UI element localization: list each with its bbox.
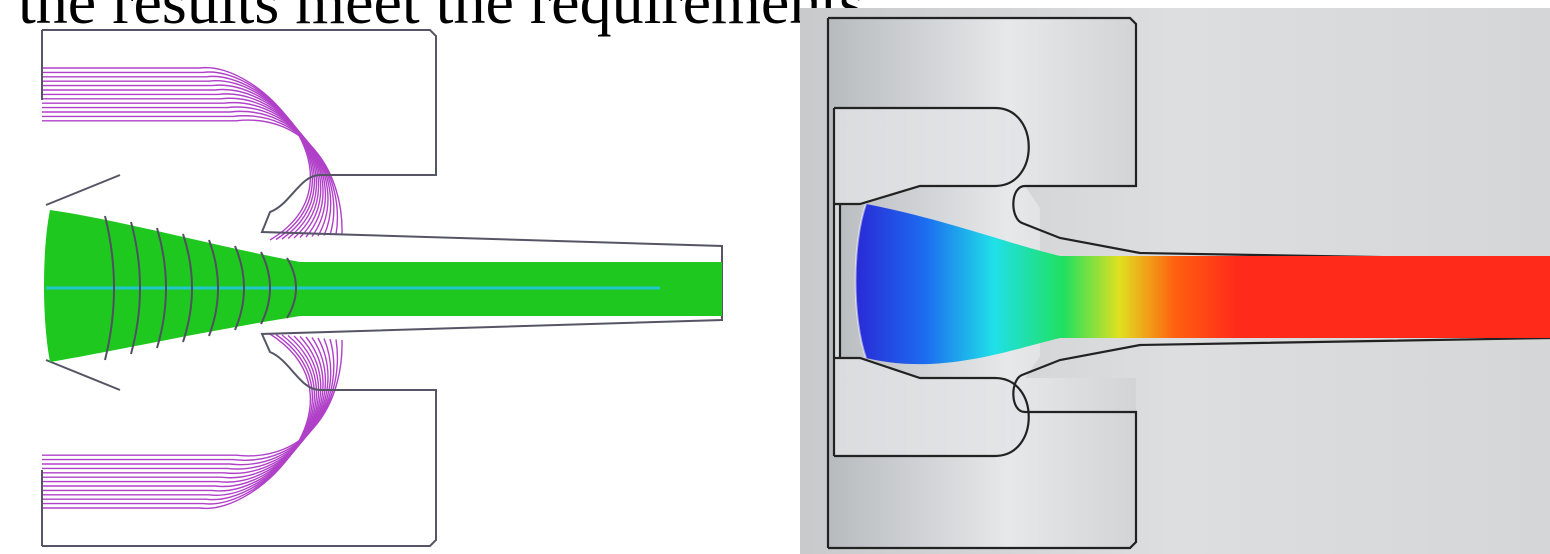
- equipotential-arc: [260, 251, 271, 325]
- electron-beam: [44, 210, 722, 362]
- field-line: [42, 339, 343, 457]
- field-line: [42, 339, 338, 461]
- field-line: [42, 335, 320, 492]
- field-line: [42, 119, 343, 235]
- equipotential-arc: [104, 215, 115, 361]
- equipotential-arc: [286, 257, 297, 319]
- 3d-beam-render: [800, 8, 1550, 554]
- render-canvas: [800, 8, 1550, 554]
- beam-trajectory-figure: [0, 0, 740, 554]
- equipotential-arc: [130, 221, 141, 355]
- colored-electron-beam: [854, 203, 1550, 365]
- field-line: [42, 333, 313, 505]
- field-line: [42, 71, 313, 241]
- trajectory-plot: [41, 29, 723, 547]
- equipotential-arc: [234, 245, 245, 331]
- equipotential-curves: [104, 215, 297, 361]
- equipotential-arc: [182, 233, 193, 343]
- electrode-outline-3d: [826, 16, 1550, 550]
- equipotential-arc: [208, 239, 219, 337]
- field-line: [42, 334, 318, 496]
- field-lines: [41, 30, 343, 539]
- equipotential-arc: [156, 227, 167, 349]
